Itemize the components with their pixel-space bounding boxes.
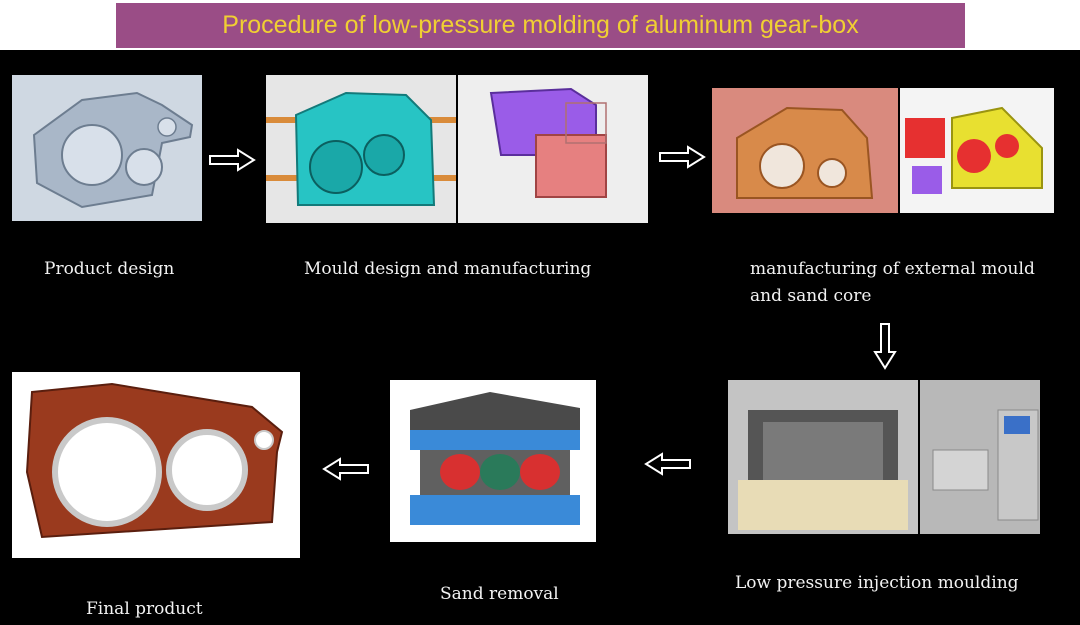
- label-final-product: Final product: [86, 599, 203, 619]
- arrow-down-icon: [873, 323, 897, 370]
- arrow-left-icon: [644, 452, 691, 476]
- arrow-right-icon: [209, 148, 256, 172]
- page-title: Procedure of low-pressure molding of alu…: [222, 11, 859, 39]
- injection-image: [728, 380, 1040, 534]
- label-injection: Low pressure injection moulding: [735, 573, 1019, 593]
- label-product-design: Product design: [44, 259, 175, 279]
- sand-removal-image: [390, 380, 596, 542]
- product-design-image: [12, 75, 202, 221]
- external-mould-image: [712, 88, 1054, 213]
- final-product-image: [12, 372, 300, 558]
- title-band: Procedure of low-pressure molding of alu…: [116, 3, 965, 48]
- label-external-mould-line1: manufacturing of external mould: [750, 259, 1035, 279]
- arrow-right-icon: [659, 145, 706, 169]
- label-external-mould-line2: and sand core: [750, 286, 872, 306]
- label-mould-design: Mould design and manufacturing: [304, 259, 592, 279]
- arrow-left-icon: [322, 457, 369, 481]
- label-sand-removal: Sand removal: [440, 584, 559, 604]
- mould-design-image: [266, 75, 648, 223]
